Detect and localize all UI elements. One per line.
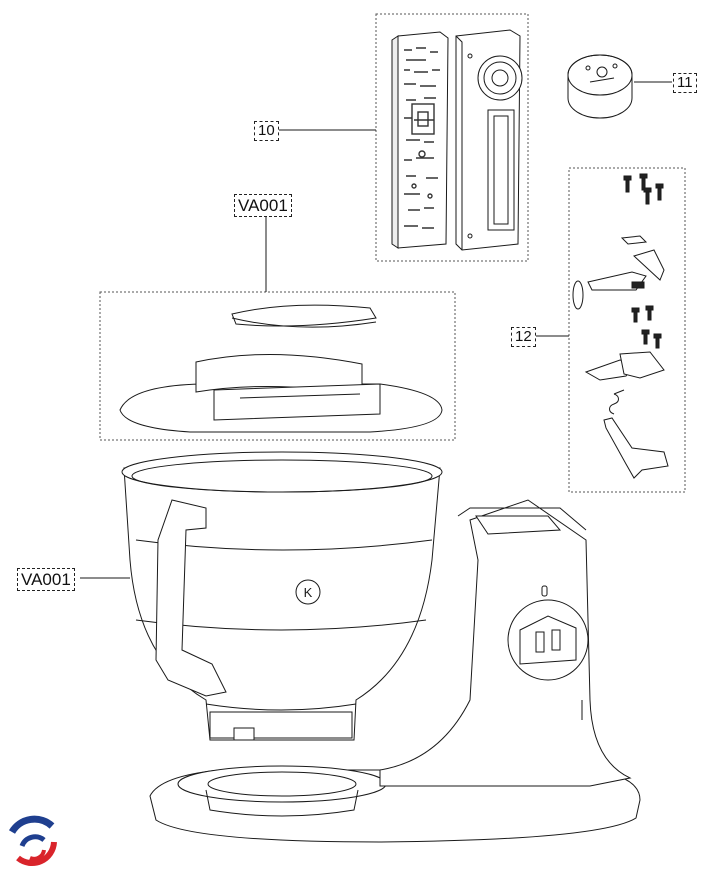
hook-arm-part [603,417,669,479]
control-board-part [391,31,449,249]
group-10-box [375,13,529,262]
brand-swirl-logo-icon [8,815,57,867]
motor-cap-part [567,54,633,119]
board-bracket-part [455,29,523,251]
pour-shield-part [119,353,443,433]
mixer-column-part [379,499,632,787]
callout-va001-lid: VA001 [234,194,292,217]
callout-11: 11 [673,73,697,93]
lever-assembly-part [572,235,665,310]
callout-va001-bowl: VA001 [17,568,75,591]
latch-part [584,351,665,381]
bowl-badge-letter: K [304,585,313,600]
callout-12: 12 [511,327,536,347]
group-12-box [568,167,686,493]
lid-group-box [99,291,456,441]
mixing-bowl-part [121,451,443,741]
callout-10: 10 [254,121,279,141]
pour-shield-cover-part [231,304,377,328]
mixer-base-part [149,765,641,843]
screws-top-part [623,173,664,205]
screws-mid-part [631,305,662,349]
spring-part [609,389,625,415]
